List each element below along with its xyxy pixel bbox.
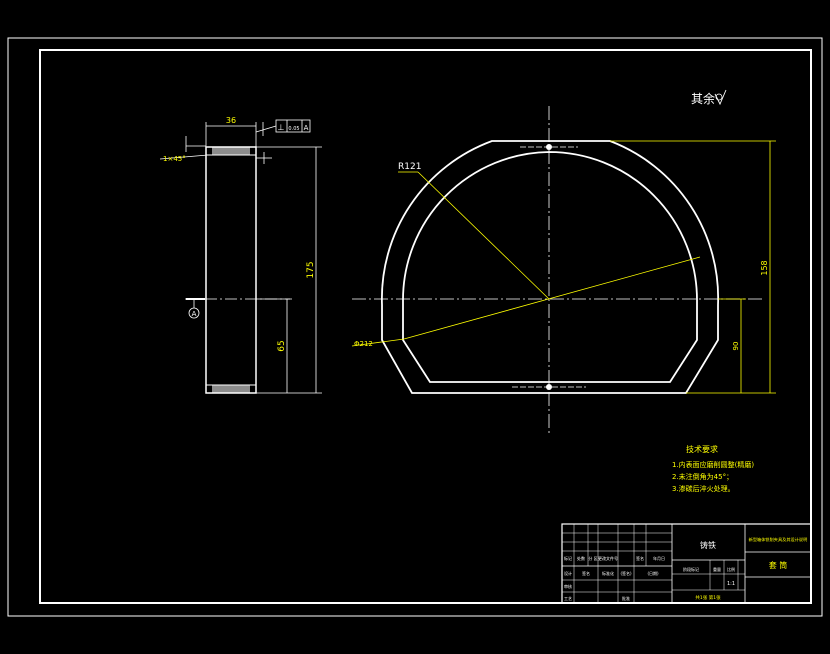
side-view-bottom-hatch [212, 385, 250, 393]
title-row1-cell: 标记 [564, 555, 572, 561]
title-material: 铸铁 [700, 540, 716, 550]
front-dim-bottom-text: 90 [732, 342, 740, 351]
front-top-hole [546, 144, 552, 150]
front-view: R121 Φ212 158 90 [351, 106, 776, 436]
title-row3-cell: 批准 [622, 595, 630, 601]
chamfer-leader [159, 154, 209, 160]
diameter-label: Φ212 [354, 340, 373, 348]
title-row1-cell: 年月日 [653, 555, 665, 561]
title-scale: 1:1 [727, 581, 735, 587]
title-stage-label: 阶段标记 [683, 566, 699, 572]
roughness-note-text: 其余 [691, 91, 715, 106]
front-bottom-hole [546, 384, 552, 390]
front-view-outer-profile [381, 140, 720, 394]
tech-note-item: 3.渗碳后淬火处理。 [672, 484, 735, 493]
side-dim-mid-text: 65 [277, 340, 287, 351]
title-row1-cell: 分 区 [588, 555, 597, 561]
title-drawing-name: 新型箱体铣削夹具及其设计说明 [749, 536, 808, 543]
tolerance-value: 0.05 [288, 126, 299, 132]
side-view: 36 ⊥ 0.05 A 1×45° A 175 [159, 116, 322, 394]
datum-a-symbol: A [186, 298, 205, 319]
title-row2-cell: (日期) [647, 570, 659, 576]
inner-frame [39, 49, 812, 604]
tech-notes: 技术要求 1.内表面应磨削圆整(精磨) 2.未注倒角为45°； 3.渗碳后淬火处… [672, 444, 754, 493]
title-block-frame [561, 523, 812, 604]
roughness-note: 其余 [691, 89, 727, 106]
title-row1-cell: 更改文件号 [598, 555, 618, 561]
title-row2-cell: 签名 [582, 570, 590, 576]
title-block: 铸铁 新型箱体铣削夹具及其设计说明 套 筒 阶段标记 重量 比例 1:1 共1张… [561, 523, 812, 604]
title-row1-cell: 处数 [577, 555, 585, 561]
title-weight-label: 重量 [713, 566, 721, 572]
surface-roughness-icon [714, 89, 727, 106]
title-part-name: 套 筒 [769, 560, 788, 570]
title-scale-label: 比例 [727, 566, 735, 572]
side-dim-height-text: 175 [306, 261, 316, 278]
title-row1-cell: 签名 [636, 555, 644, 561]
chamfer-label: 1×45° [163, 155, 186, 163]
outer-frame [7, 37, 823, 617]
side-dim-width-text: 36 [226, 116, 236, 125]
datum-a-label: A [192, 310, 197, 318]
geometric-tolerance-box: ⊥ 0.05 A [255, 119, 311, 136]
tech-note-item: 2.未注倒角为45°； [672, 472, 733, 481]
front-view-inner-profile [402, 151, 698, 383]
title-row2-cell: 标准化 [602, 570, 614, 576]
title-row3-cell: 工艺 [564, 596, 572, 601]
side-view-body [205, 146, 257, 394]
diameter-leader [403, 256, 701, 340]
title-row2-cell: 设计 [564, 570, 572, 576]
tech-notes-title: 技术要求 [686, 444, 718, 454]
front-dim-height-text: 158 [760, 260, 769, 275]
tech-note-item: 1.内表面应磨削圆整(精磨) [672, 460, 754, 469]
title-sheet: 共1张 第1张 [695, 594, 721, 601]
tolerance-datum: A [304, 124, 309, 132]
title-row3-cell: 审核 [564, 583, 572, 589]
title-row2-cell: (签名) [620, 570, 632, 576]
radius-leader [417, 171, 550, 300]
side-view-top-hatch [212, 147, 250, 155]
tolerance-symbol: ⊥ [278, 123, 285, 132]
radius-label: R121 [398, 162, 421, 172]
